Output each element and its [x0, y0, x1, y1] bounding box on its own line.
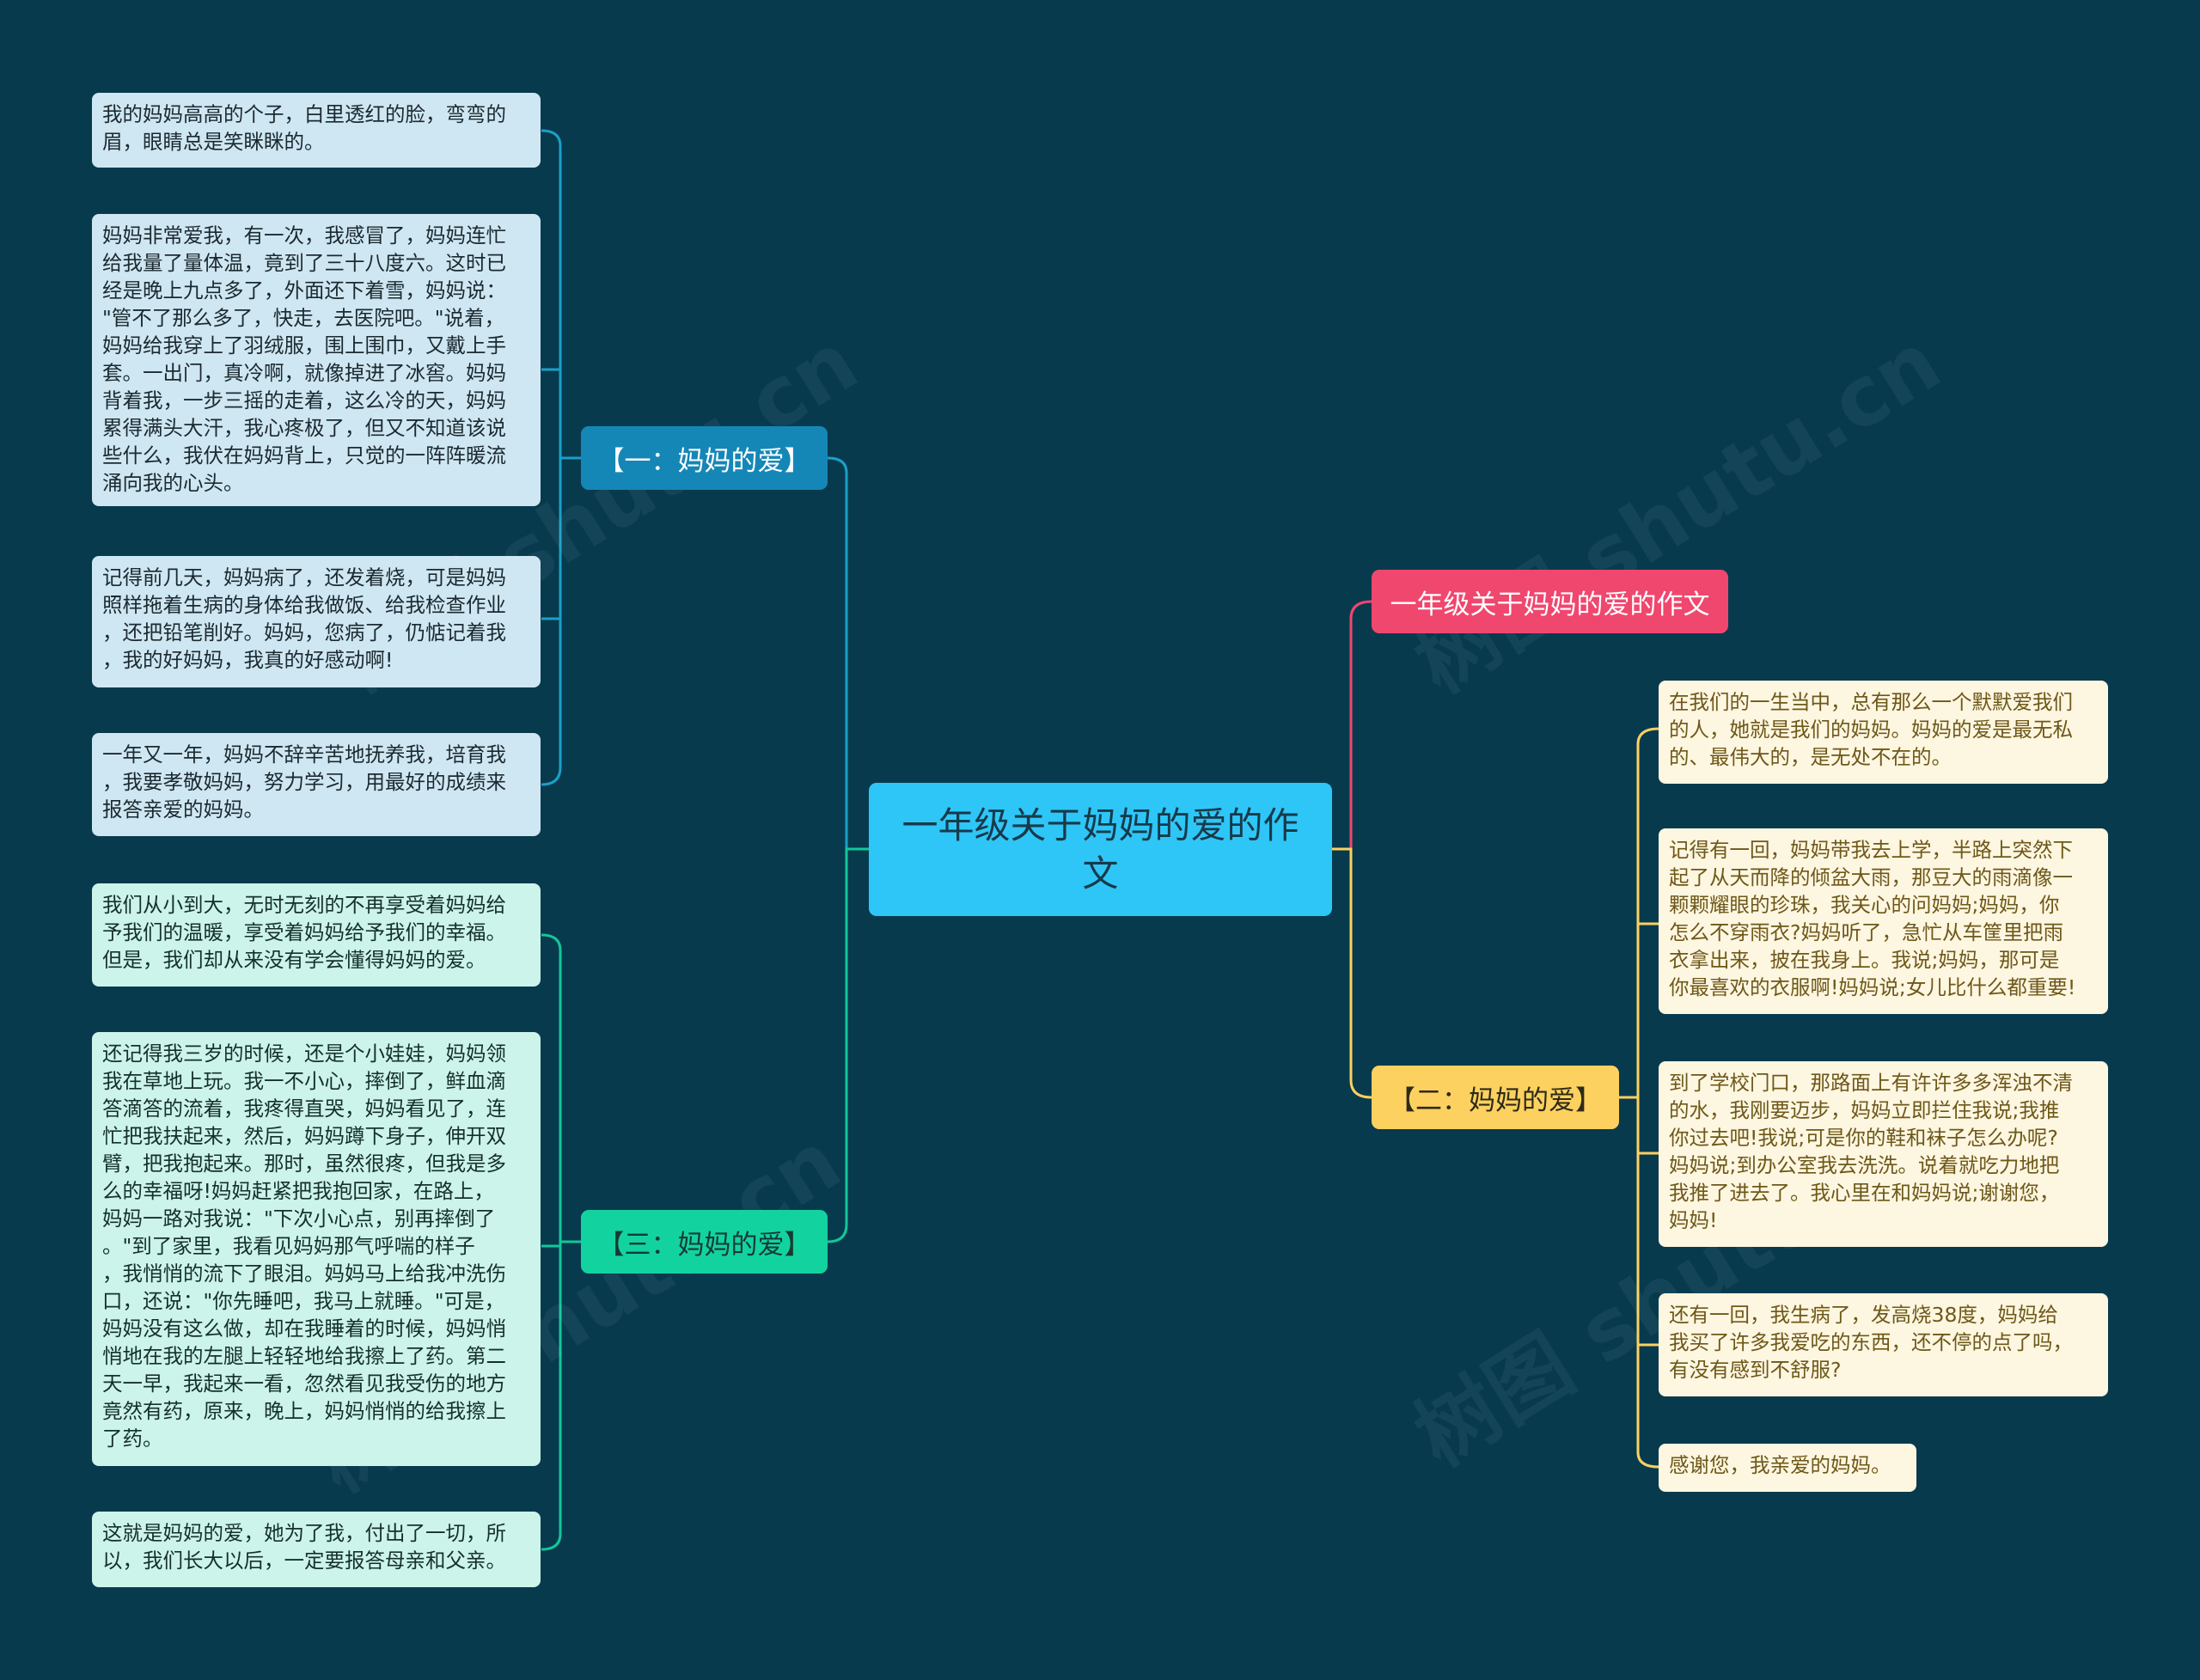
leaf-two-1[interactable]: 在我们的一生当中，总有那么一个默默爱我们 的人，她就是我们的妈妈。妈妈的爱是最无…: [1659, 681, 2108, 784]
branch-one-node[interactable]: 【一：妈妈的爱】: [581, 426, 828, 490]
leaf-three-1[interactable]: 我们从小到大，无时无刻的不再享受着妈妈给 予我们的温暖，享受着妈妈给予我们的幸福…: [92, 883, 541, 987]
leaf-one-2[interactable]: 妈妈非常爱我，有一次，我感冒了，妈妈连忙 给我量了量体温，竟到了三十八度六。这时…: [92, 214, 541, 506]
connectors-branch-two: [1619, 727, 1659, 1469]
branch-three-node[interactable]: 【三：妈妈的爱】: [581, 1210, 828, 1274]
leaf-three-3[interactable]: 这就是妈妈的爱，她为了我，付出了一切，所 以，我们长大以后，一定要报答母亲和父亲…: [92, 1512, 541, 1587]
leaf-two-2[interactable]: 记得有一回，妈妈带我去上学，半路上突然下 起了从天而降的倾盆大雨，那豆大的雨滴像…: [1659, 828, 2108, 1014]
connectors-branch-one: [541, 129, 581, 786]
leaf-one-1[interactable]: 我的妈妈高高的个子，白里透红的脸，弯弯的 眉，眼睛总是笑眯眯的。: [92, 93, 541, 168]
connectors-branch-three: [541, 933, 581, 1551]
connector-central-title: [1332, 600, 1372, 851]
branch-two-node[interactable]: 【二：妈妈的爱】: [1372, 1066, 1619, 1129]
leaf-two-5[interactable]: 感谢您，我亲爱的妈妈。: [1659, 1444, 1916, 1492]
leaf-one-3[interactable]: 记得前几天，妈妈病了，还发着烧，可是妈妈 照样拖着生病的身体给我做饭、给我检查作…: [92, 556, 541, 687]
central-topic[interactable]: 一年级关于妈妈的爱的作文: [869, 783, 1332, 916]
connector-central-two: [1332, 847, 1372, 1099]
leaf-three-2[interactable]: 还记得我三岁的时候，还是个小娃娃，妈妈领 我在草地上玩。我一不小心，摔倒了，鲜血…: [92, 1032, 541, 1466]
leaf-two-3[interactable]: 到了学校门口，那路面上有许许多多浑浊不清 的水，我刚要迈步，妈妈立即拦住我说;我…: [1659, 1061, 2108, 1247]
connector-central-three: [827, 847, 869, 1243]
branch-title-node[interactable]: 一年级关于妈妈的爱的作文: [1372, 570, 1728, 633]
leaf-two-4[interactable]: 还有一回，我生病了，发高烧38度，妈妈给 我买了许多我爱吃的东西，还不停的点了吗…: [1659, 1293, 2108, 1396]
connector-central-one: [827, 456, 869, 851]
leaf-one-4[interactable]: 一年又一年，妈妈不辞辛苦地抚养我，培育我 ，我要孝敬妈妈，努力学习，用最好的成绩…: [92, 733, 541, 836]
